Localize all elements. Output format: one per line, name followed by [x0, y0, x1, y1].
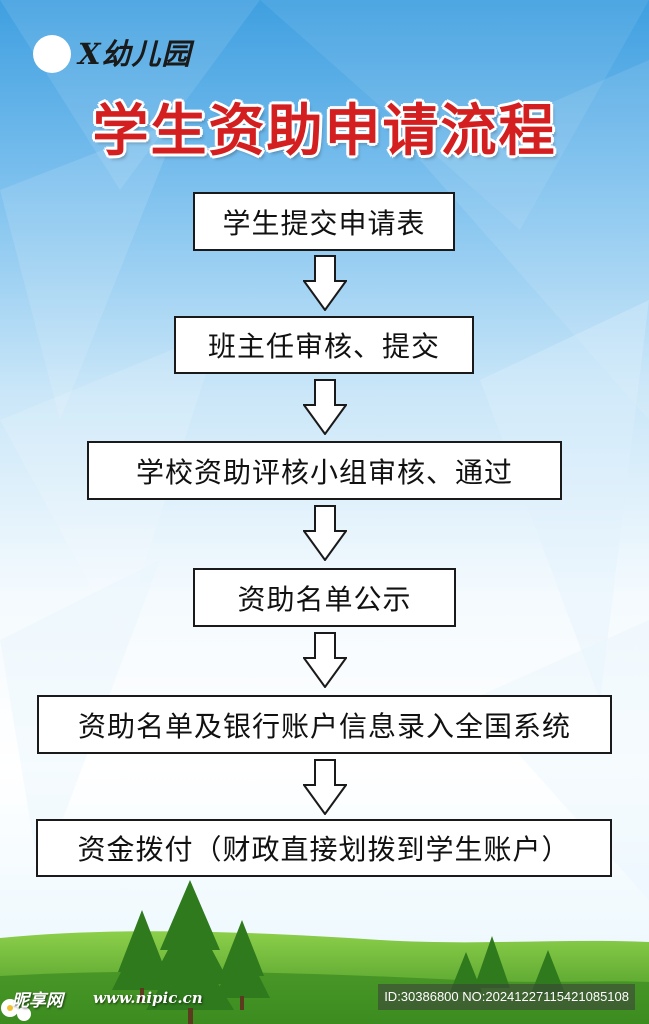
watermark-site-logo: 昵享网: [12, 991, 63, 1011]
step-6-box: 资金拨付（财政直接划拨到学生账户）: [36, 819, 612, 877]
kindergarten-logo: X幼儿园: [78, 37, 192, 71]
down-arrow-icon: [303, 255, 347, 311]
step-2-box: 班主任审核、提交: [174, 316, 474, 374]
logo-circle: [33, 35, 71, 73]
watermark-image-id: ID:30386800 NO:20241227115421085108: [378, 984, 635, 1010]
step-4-box: 资助名单公示: [193, 568, 456, 627]
step-1-box: 学生提交申请表: [193, 192, 455, 251]
down-arrow-icon: [303, 759, 347, 815]
step-5-box: 资助名单及银行账户信息录入全国系统: [37, 695, 612, 754]
poster-title: 学生资助申请流程: [92, 99, 557, 164]
watermark-site-url: www.nipic.cn: [93, 989, 203, 1007]
down-arrow-icon: [303, 505, 347, 561]
down-arrow-icon: [303, 632, 347, 688]
step-3-box: 学校资助评核小组审核、通过: [87, 441, 562, 500]
down-arrow-icon: [303, 379, 347, 435]
